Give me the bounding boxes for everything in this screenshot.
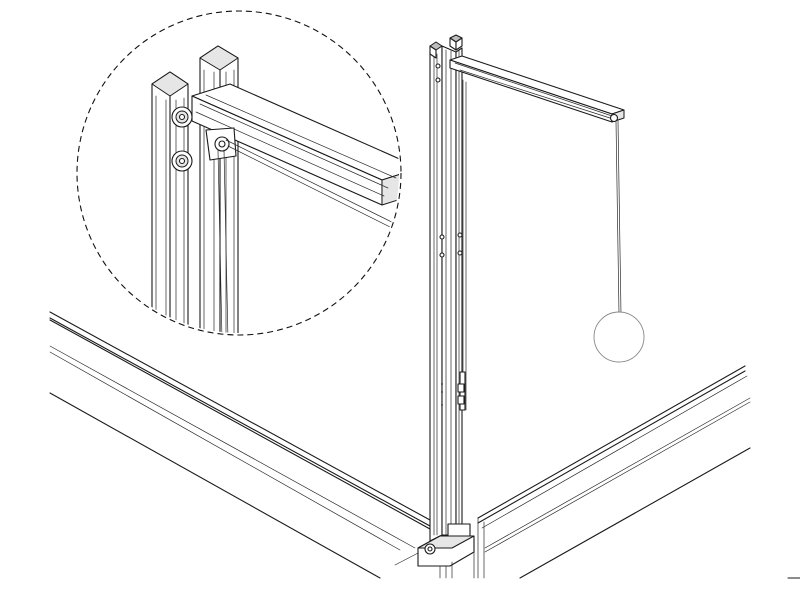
- top-beam: [449, 55, 625, 123]
- bolt-lower: [171, 150, 193, 172]
- pendant-ball: [593, 311, 645, 363]
- detail-callout: [76, 10, 402, 336]
- base-bracket: [417, 523, 475, 579]
- corner-post: [429, 34, 467, 542]
- right-panel-edge: [477, 365, 751, 579]
- left-panel-edge: [49, 311, 431, 579]
- bolt-upper: [171, 106, 193, 128]
- hanging-cord: [615, 120, 622, 315]
